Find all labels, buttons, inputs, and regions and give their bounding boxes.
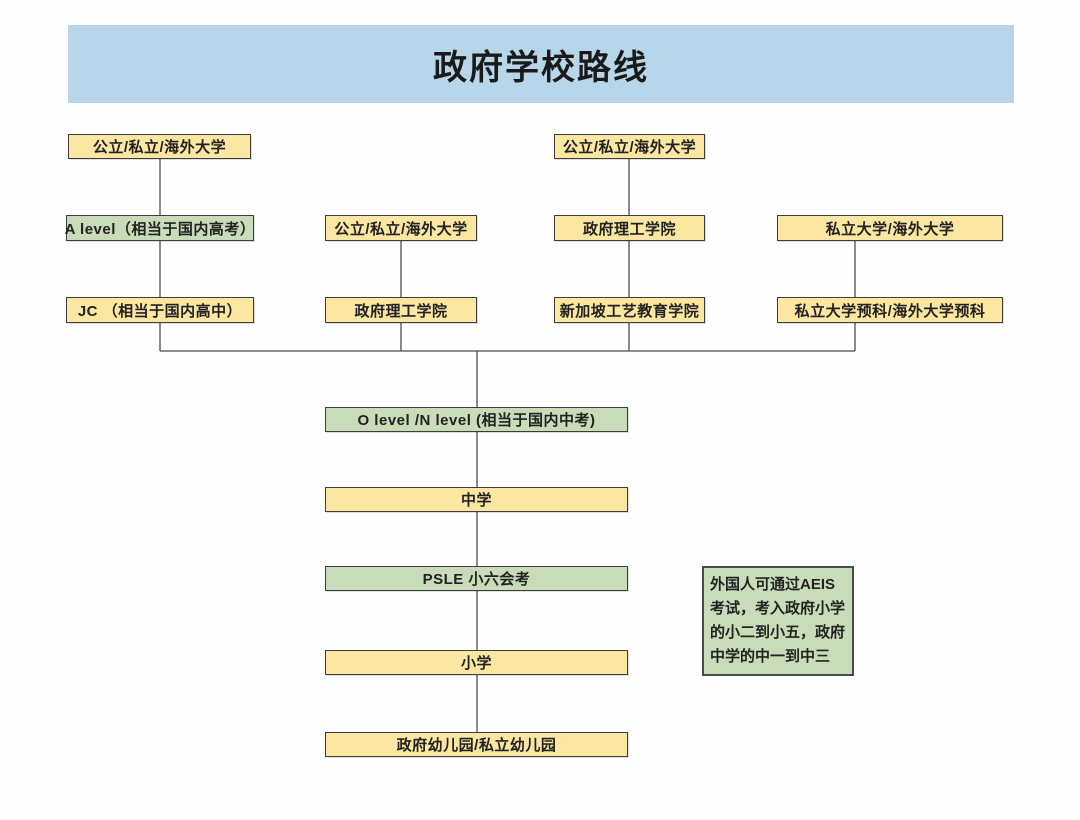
node-university-mid2: 公立/私立/海外大学 xyxy=(325,215,477,241)
node-jc: JC （相当于国内高中） xyxy=(66,297,254,323)
node-university-mid: 公立/私立/海外大学 xyxy=(554,134,705,159)
node-university-left: 公立/私立/海外大学 xyxy=(68,134,251,159)
node-olevel-exam: O level /N level (相当于国内中考) xyxy=(325,407,628,432)
page-title: 政府学校路线 xyxy=(433,48,649,87)
node-ite: 新加坡工艺教育学院 xyxy=(554,297,705,323)
node-psle-exam: PSLE 小六会考 xyxy=(325,566,628,591)
node-secondary-school: 中学 xyxy=(325,487,628,512)
node-polytechnic: 政府理工学院 xyxy=(325,297,477,323)
node-a-level-exam: A level（相当于国内高考） xyxy=(65,215,255,241)
node-university-foundation: 私立大学预科/海外大学预科 xyxy=(777,297,1003,323)
title-banner: 政府学校路线 xyxy=(68,25,1014,103)
node-kindergarten: 政府幼儿园/私立幼儿园 xyxy=(325,732,628,757)
node-private-university: 私立大学/海外大学 xyxy=(777,215,1003,241)
note-aeis: 外国人可通过AEIS考试，考入政府小学的小二到小五，政府中学的中一到中三 xyxy=(702,566,854,676)
node-primary-school: 小学 xyxy=(325,650,628,675)
node-polytechnic-upper: 政府理工学院 xyxy=(554,215,705,241)
